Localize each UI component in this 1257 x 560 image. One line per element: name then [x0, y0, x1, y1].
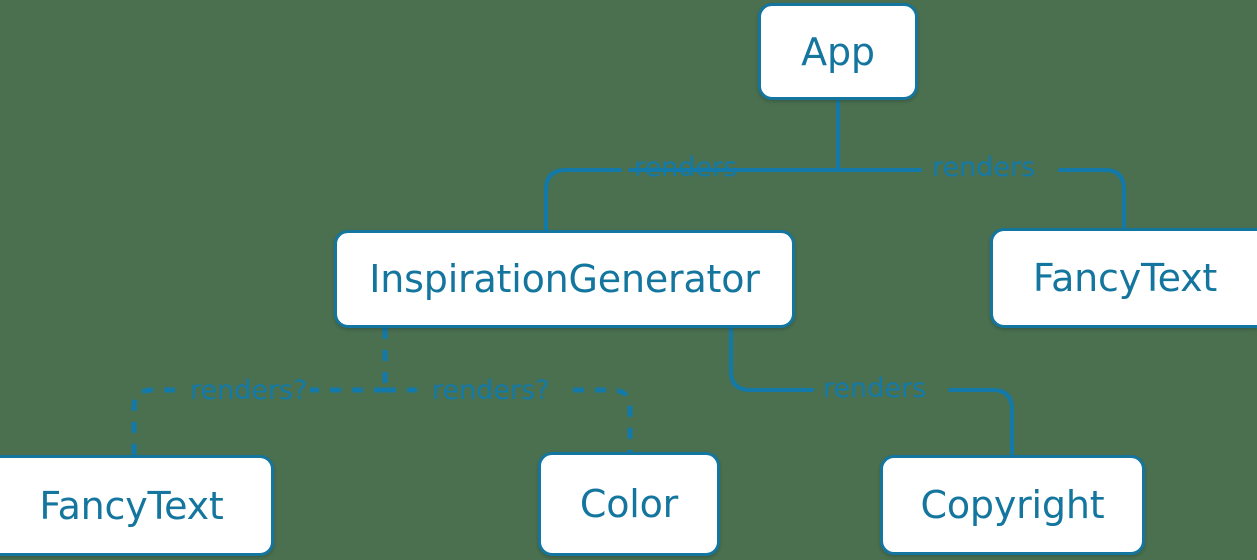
node-fancytext-left[interactable]: FancyText [0, 455, 274, 556]
node-inspirationgenerator[interactable]: InspirationGenerator [334, 230, 795, 328]
edge-inspirationgenerator-to-fancytext-conditional [131, 387, 385, 455]
edge-label-inspirationgenerator-to-fancytext: renders? [190, 375, 308, 406]
node-color-label: Color [579, 482, 679, 526]
node-fancytext-right[interactable]: FancyText [990, 228, 1257, 328]
edge-label-inspirationgenerator-to-copyright: renders [823, 373, 927, 404]
node-fancytext-left-label: FancyText [39, 483, 224, 528]
node-app-label: App [801, 29, 875, 74]
node-app[interactable]: App [758, 3, 918, 100]
node-inspirationgenerator-label: InspirationGenerator [369, 257, 760, 301]
edge-label-inspirationgenerator-to-color: renders? [432, 375, 550, 406]
edge-inspirationgenerator-to-copyright [729, 326, 1014, 457]
node-fancytext-right-label: FancyText [1032, 256, 1218, 300]
edge-app-to-inspirationgenerator [544, 168, 840, 232]
node-copyright[interactable]: Copyright [880, 455, 1145, 555]
edge-label-app-to-inspirationgenerator: renders [634, 152, 738, 183]
node-color[interactable]: Color [538, 452, 720, 556]
edge-inspirationgenerator-to-color-conditional [385, 387, 633, 452]
edge-app-to-fancytext [836, 168, 1126, 230]
node-copyright-label: Copyright [920, 483, 1105, 527]
edge-label-app-to-fancytext: renders [932, 152, 1036, 183]
